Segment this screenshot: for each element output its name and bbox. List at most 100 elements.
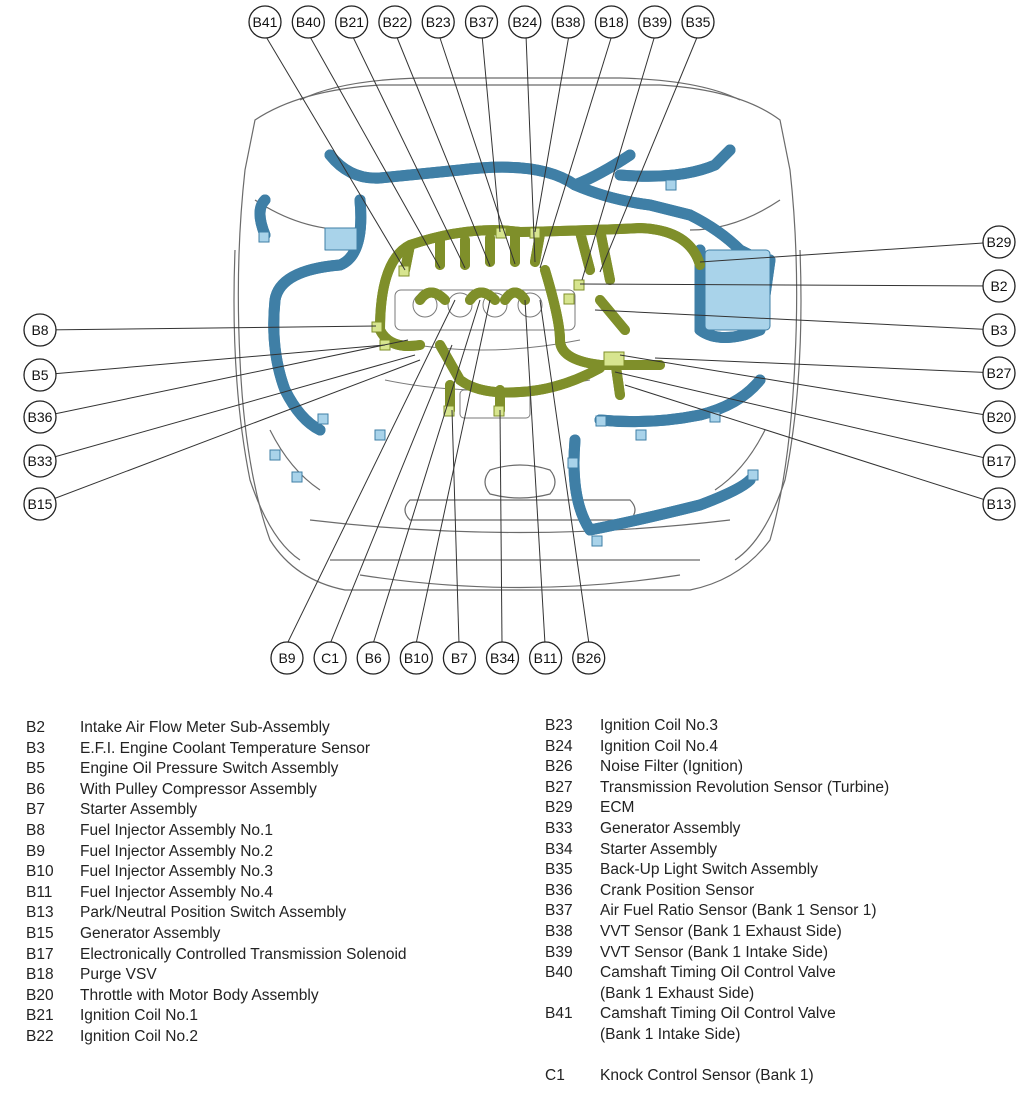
legend-code: B24 [545, 737, 573, 755]
legend-code: B15 [26, 924, 54, 942]
callout-label: B10 [404, 650, 429, 666]
legend-description: Fuel Injector Assembly No.4 [80, 883, 273, 901]
legend-description: Fuel Injector Assembly No.1 [80, 821, 273, 839]
legend-row: B3 E.F.I. Engine Coolant Temperature Sens… [26, 739, 516, 760]
legend-code: B29 [545, 799, 573, 817]
legend-row: B22 Ignition Coil No.2 [26, 1027, 516, 1048]
legend-description: Throttle with Motor Body Assembly [80, 986, 319, 1004]
legend-row: B21 Ignition Coil No.1 [26, 1006, 516, 1027]
legend-description: Fuel Injector Assembly No.2 [80, 842, 273, 860]
callout-label: B41 [253, 14, 278, 30]
legend-code: B35 [545, 861, 573, 879]
legend-code: B2 [26, 719, 45, 736]
legend-description: Purge VSV [80, 966, 157, 984]
legend-description: Engine Oil Pressure Switch Assembly [80, 760, 339, 778]
legend-code: B3 [26, 739, 45, 757]
callout-top-8: B18 [594, 5, 629, 39]
legend-row: B37 Air Fuel Ratio Sensor (Bank 1 Sensor … [545, 901, 1025, 922]
legend-description: Air Fuel Ratio Sensor (Bank 1 Sensor 1) [600, 902, 877, 920]
callout-label: B13 [987, 496, 1012, 512]
callout-label: B11 [534, 650, 558, 666]
legend-code: B37 [545, 902, 573, 920]
callout-right-1: B2 [982, 269, 1016, 303]
callout-label: B2 [990, 278, 1007, 294]
callout-label: B18 [599, 14, 624, 30]
legend-code: B38 [545, 922, 573, 940]
legend-code: B9 [26, 842, 45, 860]
legend-code: B18 [26, 966, 54, 984]
callout-top-3: B22 [378, 5, 412, 39]
legend-description: Camshaft Timing Oil Control Valve [600, 964, 836, 982]
legend-code: B6 [26, 780, 45, 798]
callout-label: B26 [576, 650, 601, 666]
callout-right-2: B3 [982, 313, 1016, 347]
legend-description: Ignition Coil No.2 [80, 1027, 199, 1045]
callout-top-1: B40 [291, 5, 325, 39]
legend-row: B13 Park/Neutral Position Switch Assembly [26, 903, 516, 924]
legend-description: (Bank 1 Intake Side) [600, 1025, 741, 1043]
connectors [258, 179, 759, 547]
callout-right-0: B29 [982, 225, 1016, 259]
legend-row: B6 With Pulley Compressor Assembly [26, 780, 516, 801]
callout-label: B36 [28, 409, 53, 425]
legend-code: B23 [545, 717, 573, 734]
legend-description: VVT Sensor (Bank 1 Exhaust Side) [600, 922, 842, 940]
legend-row: B9 Fuel Injector Assembly No.2 [26, 842, 516, 863]
legend-description: (Bank 1 Exhaust Side) [600, 984, 755, 1002]
legend-code: B40 [545, 964, 573, 982]
legend-row: B29 ECM [545, 798, 1025, 819]
callout-left-0: B8 [23, 313, 57, 347]
callout-label: B15 [28, 496, 53, 512]
legend-row [545, 1046, 1025, 1067]
legend-description: ECM [600, 799, 635, 817]
legend-code: B22 [26, 1027, 54, 1045]
legend-code: B27 [545, 778, 573, 796]
legend-description: E.F.I. Engine Coolant Temperature Sensor [80, 739, 371, 757]
callout-left-3: B33 [23, 444, 57, 478]
callout-bottom-7: B26 [572, 641, 606, 675]
legend-row: B23 Ignition Coil No.3 [545, 716, 1025, 737]
callout-label: C1 [321, 650, 339, 666]
legend-description: Noise Filter (Ignition) [600, 758, 743, 776]
legend-row: B18 Purge VSV [26, 965, 516, 986]
callout-top-10: B35 [681, 5, 715, 39]
callout-label: B37 [469, 14, 494, 30]
callout-top-9: B39 [638, 5, 672, 39]
callout-label: B17 [987, 453, 1012, 469]
legend-row: (Bank 1 Intake Side) [545, 1025, 1025, 1046]
legend-code: B36 [545, 881, 573, 899]
legend-code: B33 [545, 819, 573, 837]
legend-row: (Bank 1 Exhaust Side) [545, 984, 1025, 1005]
callout-label: B40 [296, 14, 321, 30]
callout-label: B22 [382, 14, 407, 30]
legend-description: With Pulley Compressor Assembly [80, 780, 317, 798]
legend-code: B26 [545, 758, 573, 776]
callout-top-7: B38 [551, 5, 585, 39]
callout-top-6: B24 [508, 5, 542, 39]
callout-label: B8 [31, 322, 48, 338]
legend-description: Fuel Injector Assembly No.3 [80, 863, 273, 881]
legend-description: Generator Assembly [80, 924, 221, 942]
legend-code: B21 [26, 1007, 54, 1025]
callout-label: B3 [990, 322, 1007, 338]
callout-bottom-5: B34 [485, 641, 520, 675]
legend-description: Park/Neutral Position Switch Assembly [80, 904, 347, 922]
callout-label: B24 [512, 14, 537, 30]
legend-code: B13 [26, 904, 54, 922]
legend-description: Ignition Coil No.3 [600, 717, 719, 734]
callout-label: B33 [28, 453, 53, 469]
legend-description: Ignition Coil No.1 [80, 1007, 199, 1025]
legend-row: B38 VVT Sensor (Bank 1 Exhaust Side) [545, 922, 1025, 943]
callout-label: B38 [556, 14, 581, 30]
callout-label: B7 [451, 650, 468, 666]
